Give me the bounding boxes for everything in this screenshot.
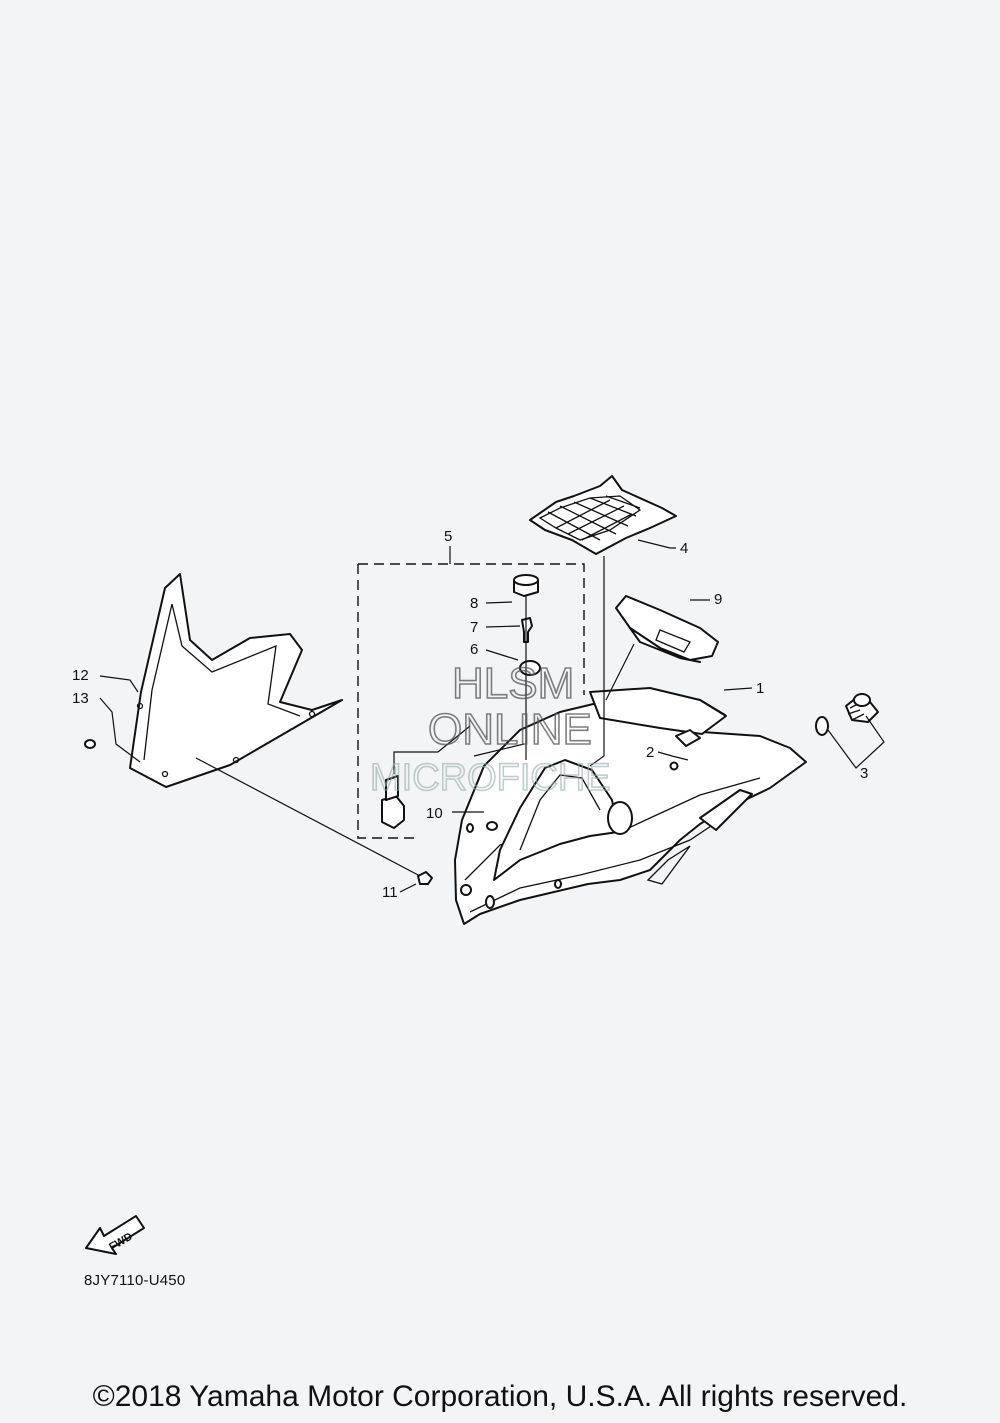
callout-labels: 1 2 3 4 5 6 7 8 9 10 11 12 13 [72, 528, 868, 901]
callout-11: 11 [382, 884, 398, 901]
callout-2: 2 [646, 744, 654, 761]
watermark-line-3: MICROFICHE [370, 757, 611, 799]
watermark-line-2: ONLINE [428, 705, 592, 754]
key-switch-assembly [357, 563, 585, 839]
callout-10: 10 [426, 805, 443, 822]
nut-part [417, 871, 433, 885]
callout-9: 9 [714, 591, 722, 608]
callout-3: 3 [860, 765, 868, 782]
fwd-arrow: FWD [85, 1215, 145, 1255]
net-pocket-part [529, 475, 677, 555]
copyright-notice: ©2018 Yamaha Motor Corporation, U.S.A. A… [92, 1380, 908, 1413]
callout-13: 13 [72, 690, 89, 707]
watermark: HLSM ONLINE MICROFICHE [369, 658, 611, 800]
leader-lines [99, 539, 753, 893]
callout-12: 12 [72, 667, 89, 684]
callout-5: 5 [444, 528, 452, 545]
grommet-part [84, 739, 96, 749]
meter-unit-part [615, 595, 719, 663]
callout-4: 4 [680, 540, 688, 557]
cap-assembly-part [815, 693, 885, 769]
windscreen-part [129, 573, 343, 788]
callout-8: 8 [470, 595, 478, 612]
callout-6: 6 [470, 641, 478, 658]
callout-7: 7 [470, 619, 478, 636]
drawing-code: 8JY7110-U450 [84, 1272, 186, 1289]
callout-1: 1 [756, 680, 764, 697]
watermark-line-1: HLSM [452, 659, 574, 708]
screw-part [669, 761, 679, 771]
handlebar-cover-part [454, 687, 807, 925]
